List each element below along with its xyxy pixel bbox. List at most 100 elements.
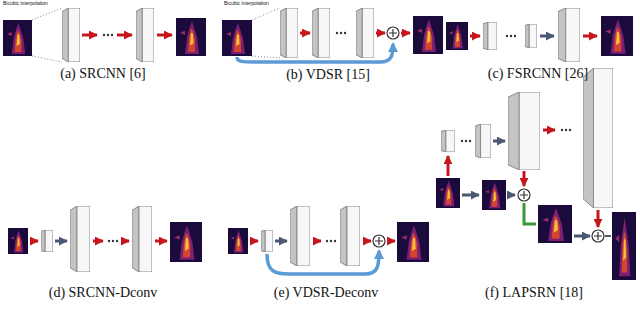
projection-line — [32, 8, 62, 20]
figure-part — [514, 35, 516, 37]
red-arrow — [387, 240, 395, 243]
ellipsis-dots — [108, 240, 118, 242]
input-image — [228, 228, 248, 254]
red-arrow — [121, 240, 129, 243]
deconv-arrow — [540, 35, 554, 38]
red-arrow — [155, 240, 167, 243]
annotation: Bicubic interpolation — [224, 1, 269, 7]
figure-part — [565, 129, 567, 131]
red-arrow — [313, 240, 321, 243]
figure-part — [336, 32, 338, 34]
figure-part — [103, 34, 105, 36]
figure-caption: (e) VDSR-Deconv — [274, 285, 378, 300]
conv-layer — [290, 206, 310, 266]
output-link — [605, 235, 611, 237]
upsampled-image — [482, 180, 506, 210]
ellipsis-dots — [461, 140, 471, 142]
lapsrn-panel — [436, 68, 636, 280]
conv-layer — [312, 8, 330, 58]
output-image — [397, 222, 429, 262]
red-arrow — [470, 35, 480, 38]
red-arrow — [447, 156, 450, 176]
conv-layer — [441, 130, 455, 152]
red-arrow — [523, 171, 526, 186]
red-arrow — [300, 32, 310, 35]
figure-part — [561, 129, 563, 131]
output-image — [601, 16, 633, 56]
red-arrow — [30, 240, 38, 243]
skip-arrow — [267, 251, 379, 274]
conv-layer — [583, 68, 613, 208]
figure-part — [465, 140, 467, 142]
vdsr-deconv-panel — [228, 206, 429, 274]
conv-layer — [475, 124, 491, 158]
srcnn-dconv-panel — [8, 206, 202, 272]
ellipsis-dots — [561, 129, 571, 131]
red-arrow — [250, 240, 258, 243]
red-arrow — [376, 32, 385, 35]
red-arrow — [82, 34, 97, 37]
sum-node — [387, 27, 399, 39]
figure-part — [107, 34, 109, 36]
figure-part — [506, 35, 508, 37]
ellipsis-dots — [336, 32, 346, 34]
conv-layer — [132, 206, 152, 272]
conv-layer — [41, 230, 53, 252]
figure-part — [344, 32, 346, 34]
vdsr-panel — [222, 8, 443, 62]
deconv-arrow — [493, 140, 505, 143]
conv-layer — [70, 206, 90, 272]
figure-part — [326, 240, 328, 242]
projection-line — [252, 56, 280, 58]
figure-part — [334, 240, 336, 242]
red-arrow — [363, 240, 371, 243]
figure-part — [569, 129, 571, 131]
output-image — [413, 16, 443, 54]
figure-part — [108, 240, 110, 242]
deconv-arrow — [275, 240, 287, 243]
sum-node — [592, 230, 604, 242]
conv-layer — [340, 206, 360, 266]
red-arrow — [401, 32, 410, 35]
conv-layer — [508, 92, 540, 170]
annotation: Bicubic interpolation — [3, 1, 48, 7]
figure-part — [111, 34, 113, 36]
skip-arrow — [237, 44, 393, 62]
srcnn-panel — [3, 8, 206, 62]
figure-part — [469, 140, 471, 142]
fsrcnn-panel — [446, 8, 633, 62]
conv-layer — [62, 8, 80, 62]
green-connector — [524, 203, 536, 224]
ellipsis-dots — [326, 240, 336, 242]
conv-layer — [558, 8, 580, 62]
figure-caption: (a) SRCNN [6] — [60, 66, 146, 81]
ellipsis-dots — [506, 35, 516, 37]
figure-caption: (c) FSRCNN [26] — [488, 66, 588, 81]
output-image — [612, 212, 636, 280]
figure-part — [461, 140, 463, 142]
upsample-arrow — [462, 194, 479, 197]
input-image — [8, 228, 28, 254]
input-image — [446, 22, 468, 50]
projection-line — [252, 8, 280, 20]
red-arrow — [157, 34, 172, 37]
figure-part — [116, 240, 118, 242]
figure-part — [510, 35, 512, 37]
red-arrow — [583, 35, 597, 38]
figure-caption: (d) SRCNN-Dconv — [49, 285, 158, 300]
upsample-arrow — [507, 194, 515, 197]
conv-layer — [261, 230, 273, 252]
input-image — [3, 20, 32, 56]
output-image — [176, 18, 206, 56]
red-arrow — [117, 34, 132, 37]
deconv-arrow — [55, 240, 67, 243]
sum-node — [373, 235, 385, 247]
red-arrow — [597, 210, 600, 227]
conv-layer — [136, 8, 154, 62]
input-image — [436, 178, 460, 208]
conv-layer — [280, 8, 298, 58]
red-arrow — [93, 240, 103, 243]
